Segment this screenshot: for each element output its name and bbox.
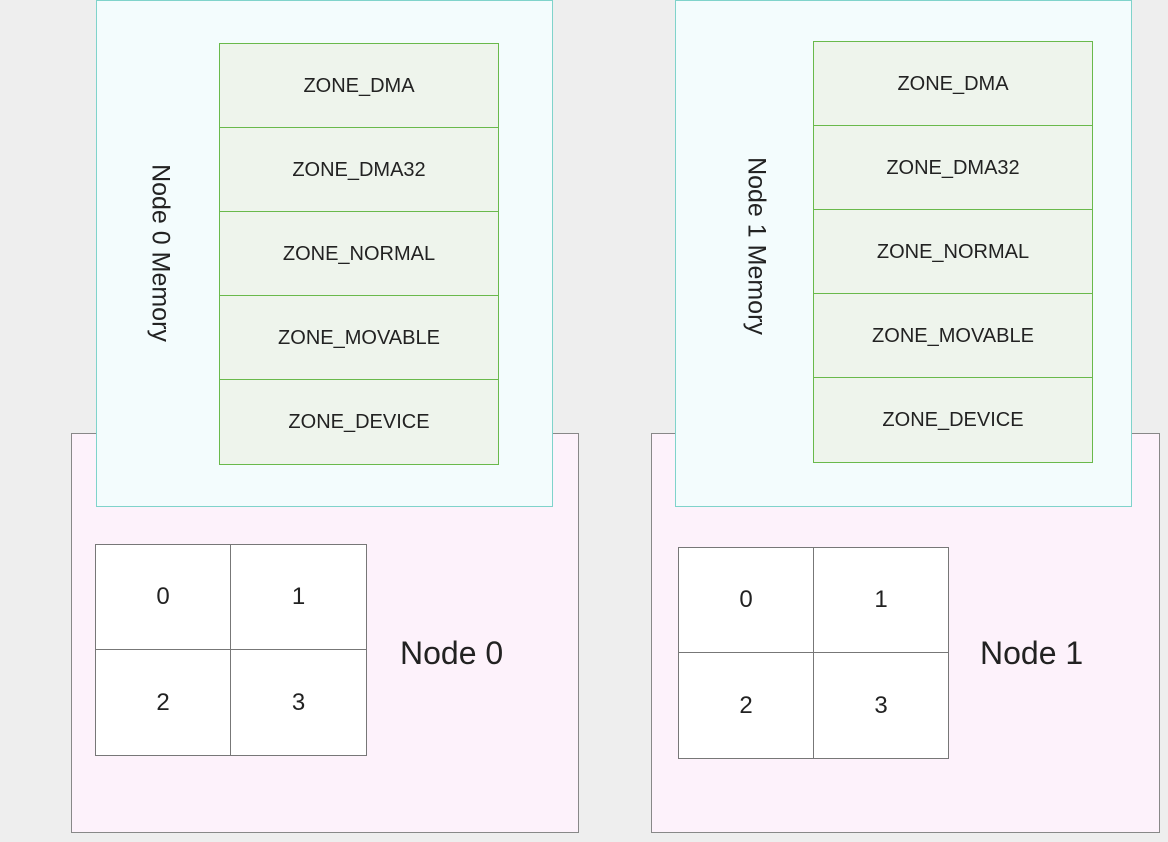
zone-dma: ZONE_DMA [813, 41, 1093, 127]
node-0-zone-stack: ZONE_DMA ZONE_DMA32 ZONE_NORMAL ZONE_MOV… [219, 43, 499, 465]
node-0-label: Node 0 [400, 635, 504, 671]
zone-dma: ZONE_DMA [219, 43, 499, 129]
node-0-cpu-grid: 0 1 2 3 [95, 544, 367, 756]
zone-dma32: ZONE_DMA32 [219, 127, 499, 213]
cpu-cell: 3 [291, 688, 306, 716]
cpu-cell: 3 [874, 691, 888, 719]
zone-normal: ZONE_NORMAL [813, 209, 1093, 295]
zone-device: ZONE_DEVICE [813, 377, 1093, 463]
zone-movable: ZONE_MOVABLE [813, 293, 1093, 379]
cpu-cell: 2 [96, 650, 231, 755]
cpu-cell: 0 [96, 545, 231, 650]
zone-movable: ZONE_MOVABLE [219, 295, 499, 381]
node-1-memory-box: Node 1 Memory ZONE_DMA ZONE_DMA32 ZONE_N… [675, 0, 1132, 507]
node-1-cpu-grid: 0 1 2 3 [678, 547, 949, 759]
node-1-memory-label: Node 1 Memory [742, 157, 771, 335]
cpu-cell: 1 [231, 545, 366, 650]
node-1-zone-stack: ZONE_DMA ZONE_DMA32 ZONE_NORMAL ZONE_MOV… [813, 41, 1093, 463]
node-0-memory-box: Node 0 Memory ZONE_DMA ZONE_DMA32 ZONE_N… [96, 0, 553, 507]
cpu-cell: 2 [679, 653, 814, 758]
zone-dma32: ZONE_DMA32 [813, 125, 1093, 211]
zone-normal: ZONE_NORMAL [219, 211, 499, 297]
cpu-cell: 0 [679, 548, 814, 653]
zone-device: ZONE_DEVICE [219, 379, 499, 465]
cpu-cell: 1 [814, 548, 948, 653]
node-1-label: Node 1 [980, 635, 1084, 671]
node-0-memory-label: Node 0 Memory [146, 164, 175, 342]
